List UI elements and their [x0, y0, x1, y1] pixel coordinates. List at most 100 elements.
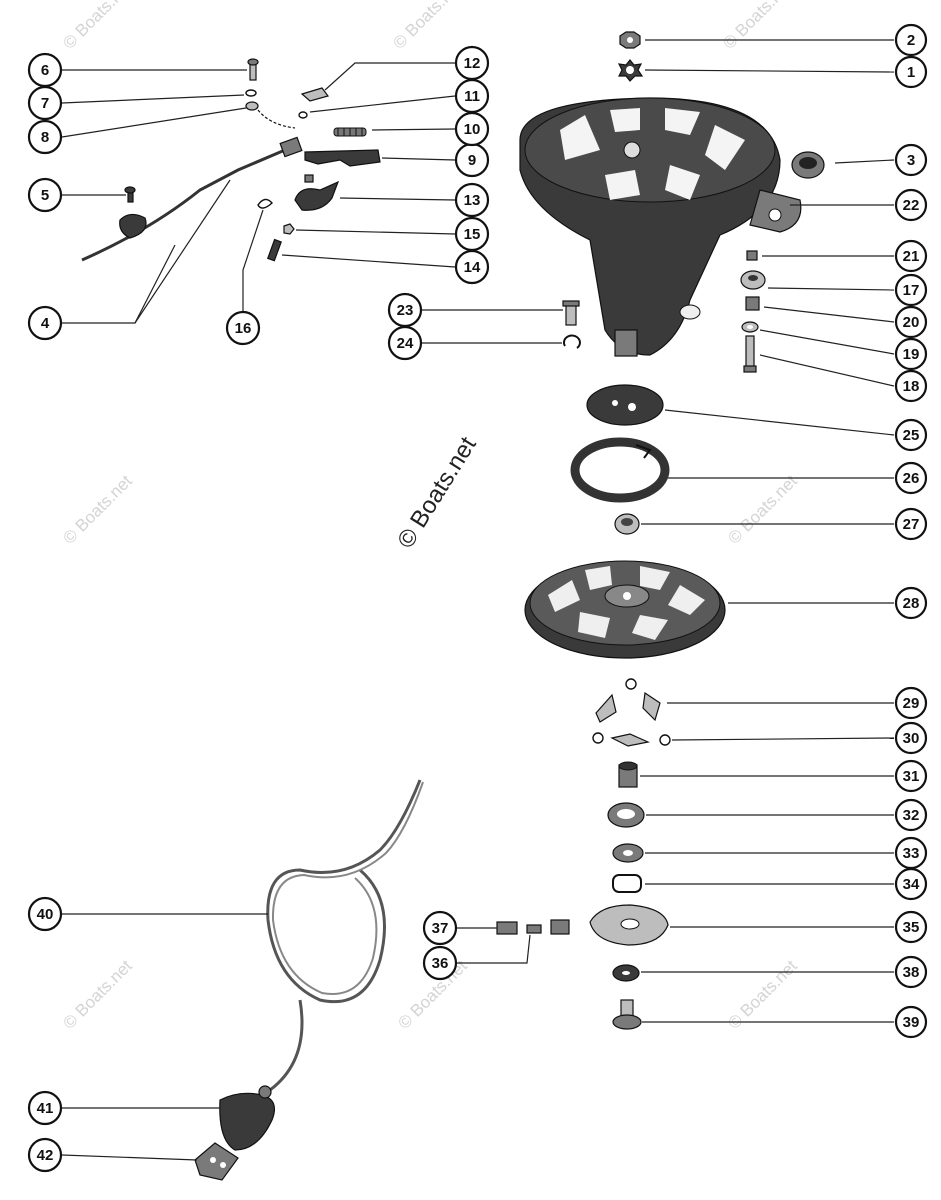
part-spring	[333, 127, 367, 137]
callout-38: 38	[894, 955, 928, 989]
callout-33: 33	[894, 836, 928, 870]
svg-text:11: 11	[464, 88, 480, 105]
callout-28: 28	[894, 586, 928, 620]
callout-17: 17	[894, 273, 928, 307]
part-flat-washer	[245, 101, 259, 111]
part-small-washer-11	[298, 111, 308, 119]
part-spring-pin	[526, 924, 542, 934]
svg-text:26: 26	[903, 470, 920, 487]
part-nut	[619, 31, 641, 49]
part-cam-plate	[589, 904, 669, 946]
svg-text:20: 20	[903, 314, 920, 331]
callout-22: 22	[894, 188, 928, 222]
svg-text:8: 8	[41, 129, 49, 146]
part-rope-pulley	[524, 560, 726, 659]
callout-10: 10	[454, 111, 490, 147]
svg-text:14: 14	[464, 259, 481, 276]
svg-text:7: 7	[41, 95, 49, 112]
part-large-washer	[607, 802, 645, 828]
part-screw-14	[266, 238, 282, 262]
svg-text:27: 27	[903, 516, 920, 533]
callout-16: 16	[225, 310, 261, 346]
part-starter-handle	[219, 1085, 275, 1151]
part-pawls	[592, 678, 671, 747]
watermark: © Boats.net	[389, 0, 466, 53]
svg-text:24: 24	[397, 335, 414, 352]
svg-text:1: 1	[907, 64, 915, 81]
part-small-nut	[746, 250, 758, 261]
leader-lines	[61, 39, 895, 1161]
callout-19: 19	[894, 337, 928, 371]
part-rewind-spring	[570, 437, 670, 503]
callout-3: 3	[894, 143, 928, 177]
svg-text:5: 5	[41, 187, 49, 204]
svg-text:34: 34	[903, 876, 920, 893]
svg-text:35: 35	[903, 919, 920, 936]
svg-text:10: 10	[464, 121, 481, 138]
svg-text:40: 40	[37, 906, 54, 923]
callout-27: 27	[894, 507, 928, 541]
callout-21: 21	[894, 239, 928, 273]
callout-7: 7	[27, 85, 63, 121]
part-spring-16	[257, 198, 273, 209]
part-center-spacer	[618, 761, 638, 788]
callout-15: 15	[454, 216, 490, 252]
callout-26: 26	[894, 461, 928, 495]
callout-20: 20	[894, 305, 928, 339]
callout-35: 35	[894, 910, 928, 944]
svg-text:18: 18	[903, 378, 920, 395]
callouts: 1 2 3 4 5 6 7 8 9 10 11 12 13 14 15 16 1…	[27, 23, 928, 1173]
svg-text:41: 41	[37, 1100, 54, 1117]
part-lever	[304, 149, 381, 167]
callout-25: 25	[894, 418, 928, 452]
part-pulley-bushing	[614, 513, 640, 535]
svg-text:25: 25	[903, 427, 920, 444]
callout-14: 14	[454, 249, 490, 285]
svg-text:6: 6	[41, 62, 49, 79]
callout-5: 5	[27, 177, 63, 213]
callout-29: 29	[894, 686, 928, 720]
part-screw-5	[124, 186, 136, 203]
watermark: © Boats.net	[724, 471, 801, 548]
callout-4: 4	[27, 305, 63, 341]
part-star-washer	[617, 59, 644, 82]
part-lock-washer	[245, 89, 257, 97]
svg-text:31: 31	[903, 768, 920, 785]
callout-1: 1	[894, 55, 928, 89]
part-bolt	[743, 335, 757, 373]
callout-8: 8	[27, 119, 63, 155]
svg-text:33: 33	[903, 845, 920, 862]
part-screw	[247, 58, 259, 81]
svg-text:17: 17	[903, 282, 920, 299]
copyright-text: © Boats.net	[392, 432, 482, 553]
svg-text:32: 32	[903, 807, 920, 824]
watermark: © Boats.net	[59, 471, 136, 548]
part-neutral-lock	[294, 174, 340, 211]
callout-31: 31	[894, 759, 928, 793]
callout-18: 18	[894, 369, 928, 403]
callout-40: 40	[27, 896, 63, 932]
watermark: © Boats.net	[59, 956, 136, 1033]
part-friction-plate	[586, 384, 664, 426]
callout-42: 42	[27, 1137, 63, 1173]
svg-text:22: 22	[903, 197, 920, 214]
svg-text:23: 23	[397, 302, 414, 319]
part-thrust-washer	[612, 843, 644, 863]
svg-text:29: 29	[903, 695, 920, 712]
part-small-washer	[612, 964, 640, 982]
callout-36: 36	[422, 945, 458, 981]
svg-text:13: 13	[464, 192, 481, 209]
svg-text:39: 39	[903, 1014, 920, 1031]
callout-11: 11	[454, 78, 490, 114]
part-retaining-clip	[562, 334, 581, 349]
svg-text:3: 3	[907, 152, 915, 169]
svg-text:4: 4	[41, 315, 50, 332]
callout-2: 2	[894, 23, 928, 57]
part-bushing	[791, 151, 825, 179]
part-starter-housing	[519, 97, 802, 357]
svg-text:19: 19	[903, 346, 920, 363]
svg-text:42: 42	[37, 1147, 54, 1164]
part-stud	[562, 300, 580, 326]
part-shift-cable	[81, 109, 303, 262]
svg-text:12: 12	[464, 55, 481, 72]
